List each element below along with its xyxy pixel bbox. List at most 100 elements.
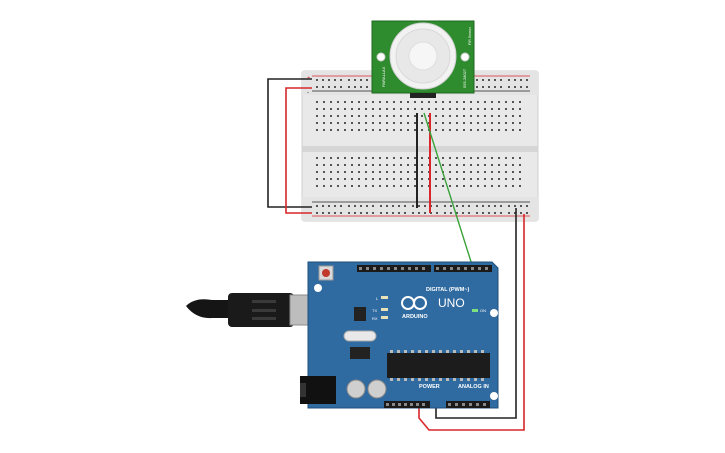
wire-black-left[interactable] [267,78,312,208]
terminal-hole [512,122,514,124]
rail-hole [412,212,414,214]
rail-hole [392,212,394,214]
terminal-hole [442,164,444,166]
terminal-hole [372,171,374,173]
digital-header-label: DIGITAL (PWM~) [426,287,470,293]
terminal-hole [330,178,332,180]
terminal-hole [477,164,479,166]
on-label: ON [480,308,486,313]
terminal-hole [323,108,325,110]
terminal-hole [442,157,444,159]
led-l [381,296,388,299]
wire-black-gnd[interactable] [435,208,517,419]
terminal-hole [456,122,458,124]
terminal-hole [512,164,514,166]
header-pin [392,403,395,406]
capacitor [346,379,366,399]
terminal-hole [372,157,374,159]
rail-hole [526,79,528,81]
terminal-hole [351,178,353,180]
header-pin [485,267,488,270]
terminal-hole [470,178,472,180]
terminal-hole [358,129,360,131]
chip-pin [474,350,477,353]
terminal-hole [351,108,353,110]
led-rx [381,316,388,319]
terminal-hole [435,164,437,166]
chip-pin [481,378,484,381]
rail-hole [334,86,336,88]
rail-hole [514,205,516,207]
chip-pin [425,350,428,353]
terminal-hole [379,101,381,103]
rail-hole [526,86,528,88]
rail-hole [494,86,496,88]
terminal-hole [344,164,346,166]
terminal-hole [393,129,395,131]
terminal-hole [407,171,409,173]
terminal-hole [491,185,493,187]
terminal-hole [428,108,430,110]
header-pin [404,403,407,406]
led-tx [381,308,388,311]
terminal-hole [393,115,395,117]
rail-hole [494,205,496,207]
terminal-hole [477,115,479,117]
arduino-uno[interactable]: DIGITAL (PWM~) ARDUINO UNO ON L TX RX [300,261,499,409]
chip-pin [439,350,442,353]
terminal-hole [358,108,360,110]
terminal-hole [344,129,346,131]
terminal-hole [400,157,402,159]
terminal-hole [379,157,381,159]
terminal-hole [386,108,388,110]
model-label: UNO [438,296,465,310]
terminal-hole [323,115,325,117]
terminal-hole [512,115,514,117]
wire-red-5v[interactable] [418,214,525,431]
rail-hole [366,79,368,81]
terminal-hole [470,171,472,173]
terminal-hole [512,171,514,173]
terminal-hole [330,185,332,187]
rail-hole [360,205,362,207]
terminal-hole [344,171,346,173]
terminal-hole [358,164,360,166]
terminal-hole [393,108,395,110]
breadboard[interactable]: + - [301,70,539,222]
digital-header-right[interactable] [434,265,492,272]
rail-hole [508,79,510,81]
terminal-hole [365,108,367,110]
header-pin [401,267,404,270]
chip-pin [481,350,484,353]
terminal-hole [421,157,423,159]
rail-hole [340,205,342,207]
terminal-hole [484,108,486,110]
terminal-hole [365,185,367,187]
rail-hole [500,79,502,81]
terminal-hole [386,185,388,187]
terminal-hole [512,178,514,180]
wire-red-left[interactable] [285,87,312,214]
terminal-hole [414,108,416,110]
terminal-hole [393,164,395,166]
wire-green-signal[interactable] [423,112,474,269]
pir-sensor[interactable]: PARALLAX 555-28027 PIR Sensor [371,20,475,98]
rail-hole [404,205,406,207]
terminal-hole [407,122,409,124]
rail-hole [322,205,324,207]
rail-hole [520,79,522,81]
analog-header[interactable] [446,401,490,408]
rail-hole [488,205,490,207]
terminal-hole [407,108,409,110]
terminal-hole [379,164,381,166]
terminal-hole [351,157,353,159]
terminal-hole [351,171,353,173]
terminal-hole [351,164,353,166]
header-pin [483,403,486,406]
reset-button-cap [322,269,330,277]
rail-hole [500,86,502,88]
terminal-hole [498,108,500,110]
terminal-hole [463,185,465,187]
terminal-hole [316,178,318,180]
usb-cable[interactable] [186,293,317,327]
